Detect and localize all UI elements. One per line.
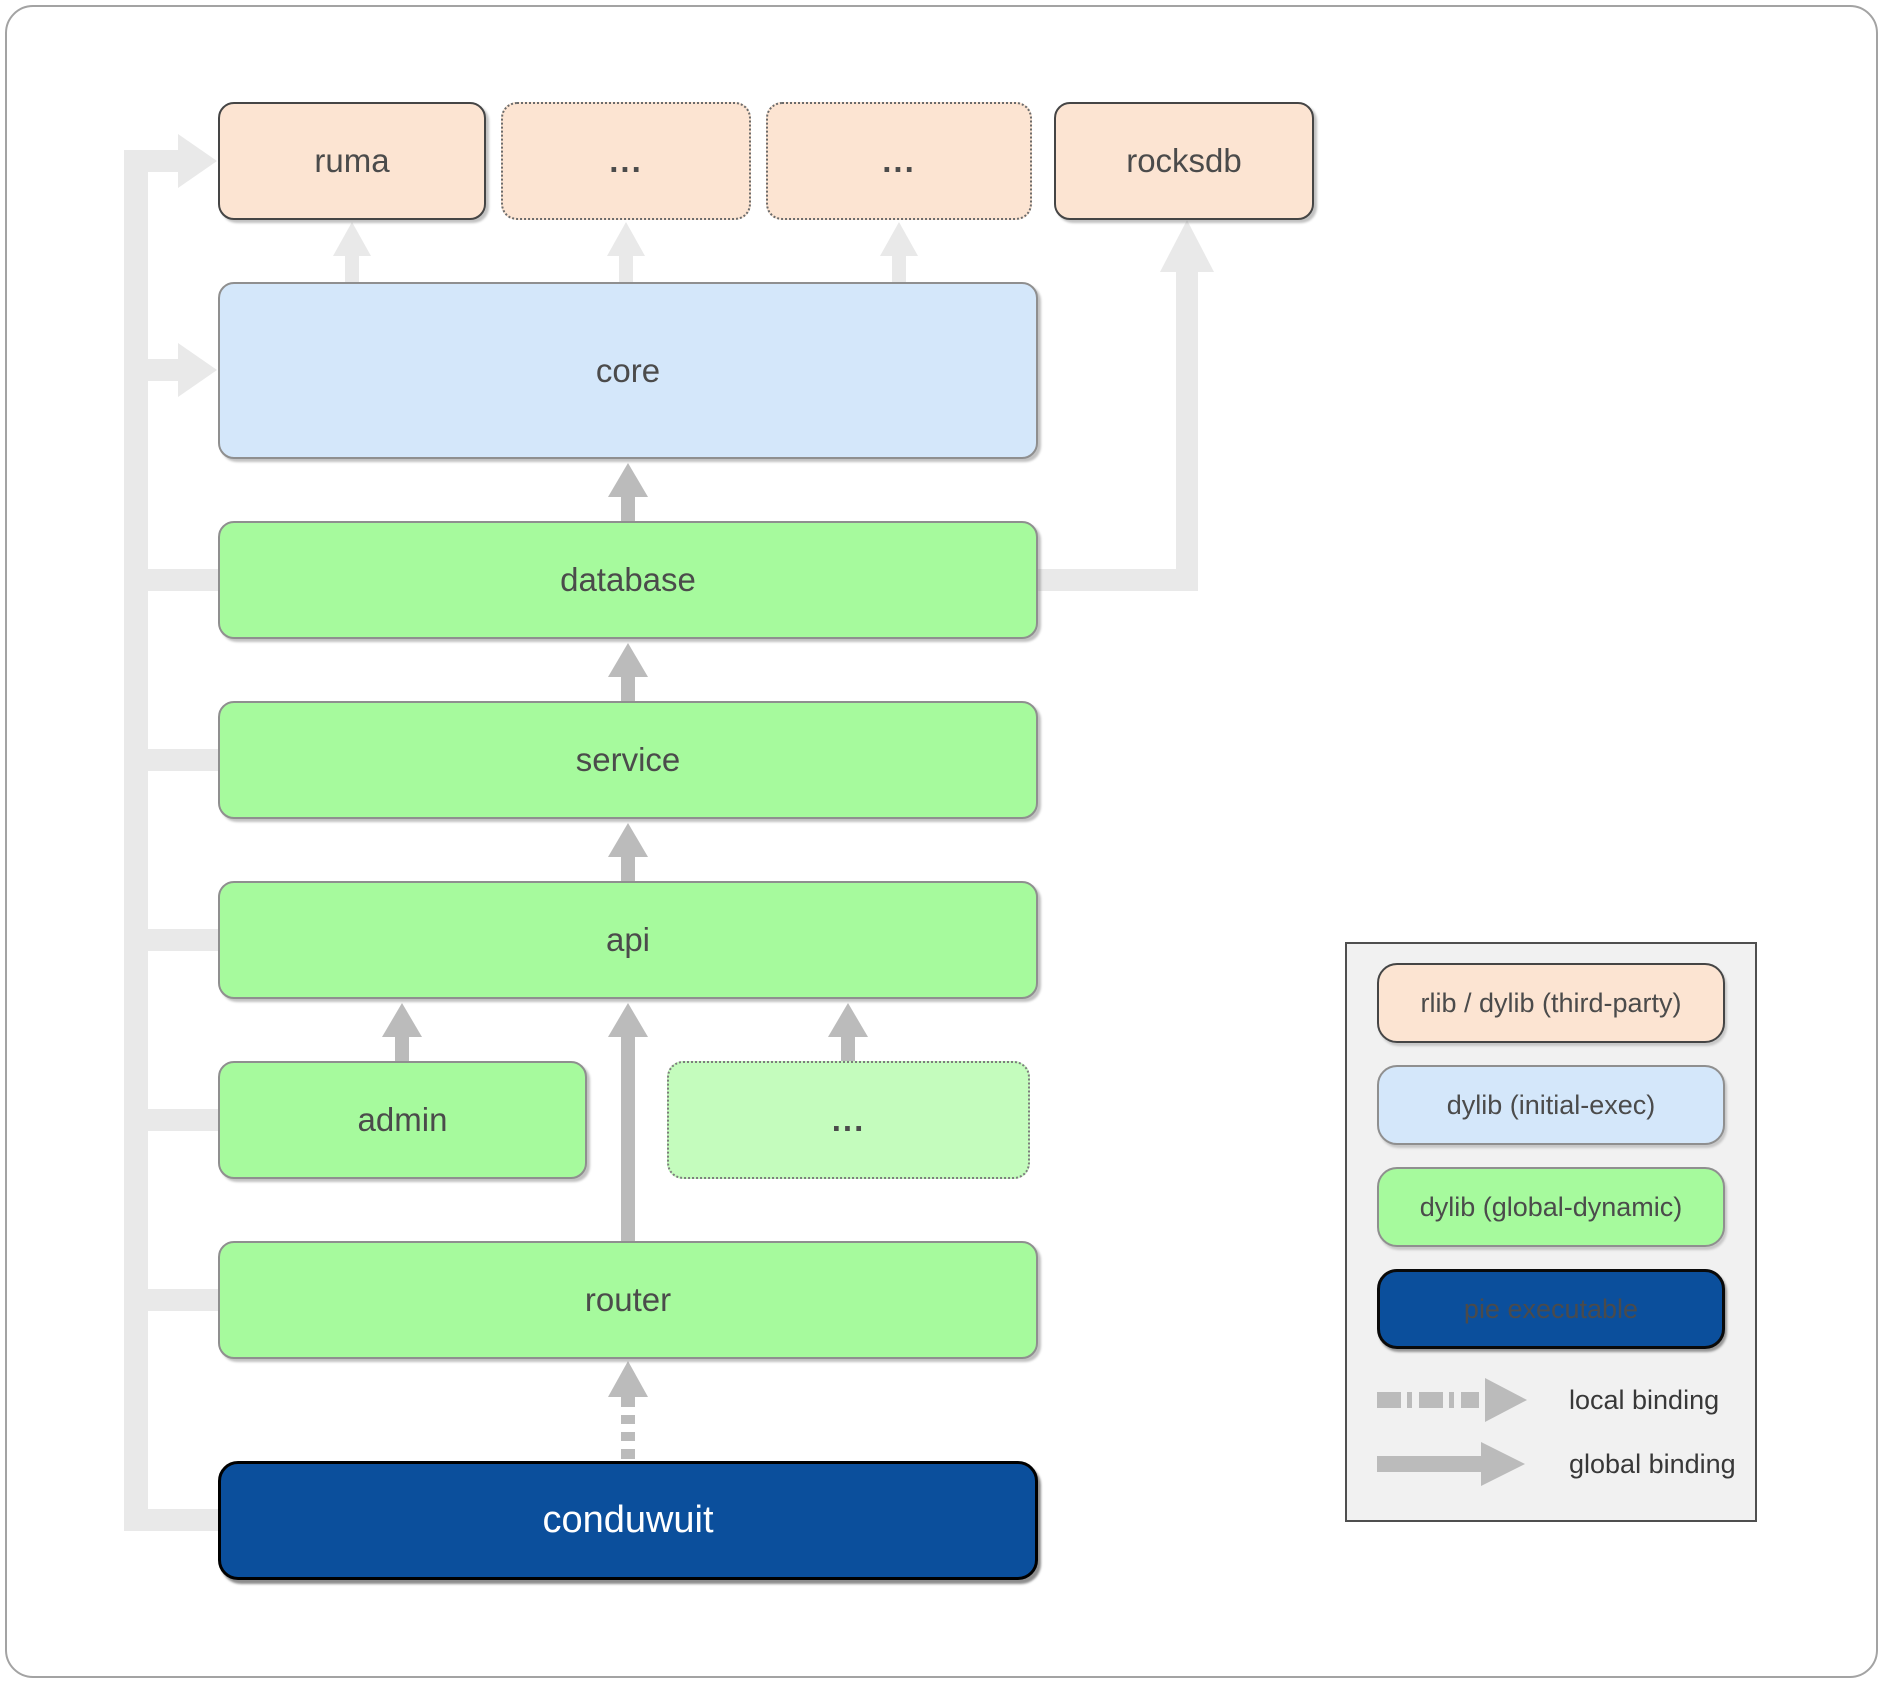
legend-item-pie-executable-label: pie executable [1463, 1293, 1639, 1324]
legend-global-binding-row: global binding [1377, 1442, 1737, 1486]
node-database: database [218, 521, 1038, 639]
node-ruma-label: ruma [314, 142, 390, 179]
legend-item-initial-exec-label: dylib (initial-exec) [1446, 1089, 1656, 1120]
node-router-label: router [584, 1281, 672, 1318]
node-core-label: core [595, 351, 661, 389]
node-database-label: database [560, 561, 696, 598]
node-conduwuit-label: conduwuit [542, 1499, 714, 1541]
local-binding-arrow-icon [1377, 1378, 1527, 1422]
router-api-arrow [608, 1003, 648, 1243]
node-rocksdb: rocksdb [1054, 102, 1314, 220]
database-rocksdb-edge [1038, 220, 1214, 591]
database-core-arrow [608, 463, 648, 523]
node-rocksdb-label: rocksdb [1126, 142, 1242, 179]
legend-item-global-dynamic: dylib (global-dynamic) [1377, 1167, 1725, 1247]
legend-item-third-party-label: rlib / dylib (third-party) [1420, 987, 1682, 1018]
legend-local-binding-label: local binding [1569, 1384, 1720, 1415]
node-api: api [218, 881, 1038, 999]
legend-item-third-party: rlib / dylib (third-party) [1377, 963, 1725, 1043]
node-core: core [218, 282, 1038, 459]
api-service-arrow [608, 823, 648, 883]
core-ruma-arrow [333, 222, 371, 284]
legend-item-pie-executable: pie executable [1377, 1269, 1725, 1349]
node-ruma: ruma [218, 102, 486, 220]
node-service: service [218, 701, 1038, 819]
node-admin-label: admin [357, 1101, 448, 1138]
node-service-label: service [575, 741, 681, 778]
node-conduwuit: conduwuit [218, 1461, 1038, 1580]
node-ellipsis-1-label: ... [609, 142, 643, 179]
node-admin: admin [218, 1061, 587, 1179]
dots3-api-arrow [828, 1003, 868, 1063]
core-dots2-arrow [880, 222, 918, 284]
node-ellipsis-2-label: ... [882, 142, 916, 179]
legend-item-global-dynamic-label: dylib (global-dynamic) [1419, 1191, 1683, 1222]
trunk-edges [124, 134, 218, 1531]
node-router: router [218, 1241, 1038, 1359]
node-api-ellipsis-label: ... [831, 1101, 866, 1138]
conduwuit-router-arrow [608, 1361, 648, 1459]
core-dots1-arrow [607, 222, 645, 284]
node-third-party-ellipsis-1: ... [501, 102, 751, 220]
node-third-party-ellipsis-2: ... [766, 102, 1032, 220]
admin-api-arrow [382, 1003, 422, 1063]
legend-global-binding-label: global binding [1569, 1448, 1736, 1479]
legend-local-binding-row: local binding [1377, 1378, 1737, 1422]
legend: rlib / dylib (third-party) dylib (initia… [1345, 942, 1757, 1522]
node-api-label: api [605, 921, 651, 958]
global-binding-arrow-icon [1377, 1442, 1525, 1486]
node-api-ellipsis: ... [667, 1061, 1030, 1179]
legend-item-initial-exec: dylib (initial-exec) [1377, 1065, 1725, 1145]
service-database-arrow [608, 643, 648, 703]
